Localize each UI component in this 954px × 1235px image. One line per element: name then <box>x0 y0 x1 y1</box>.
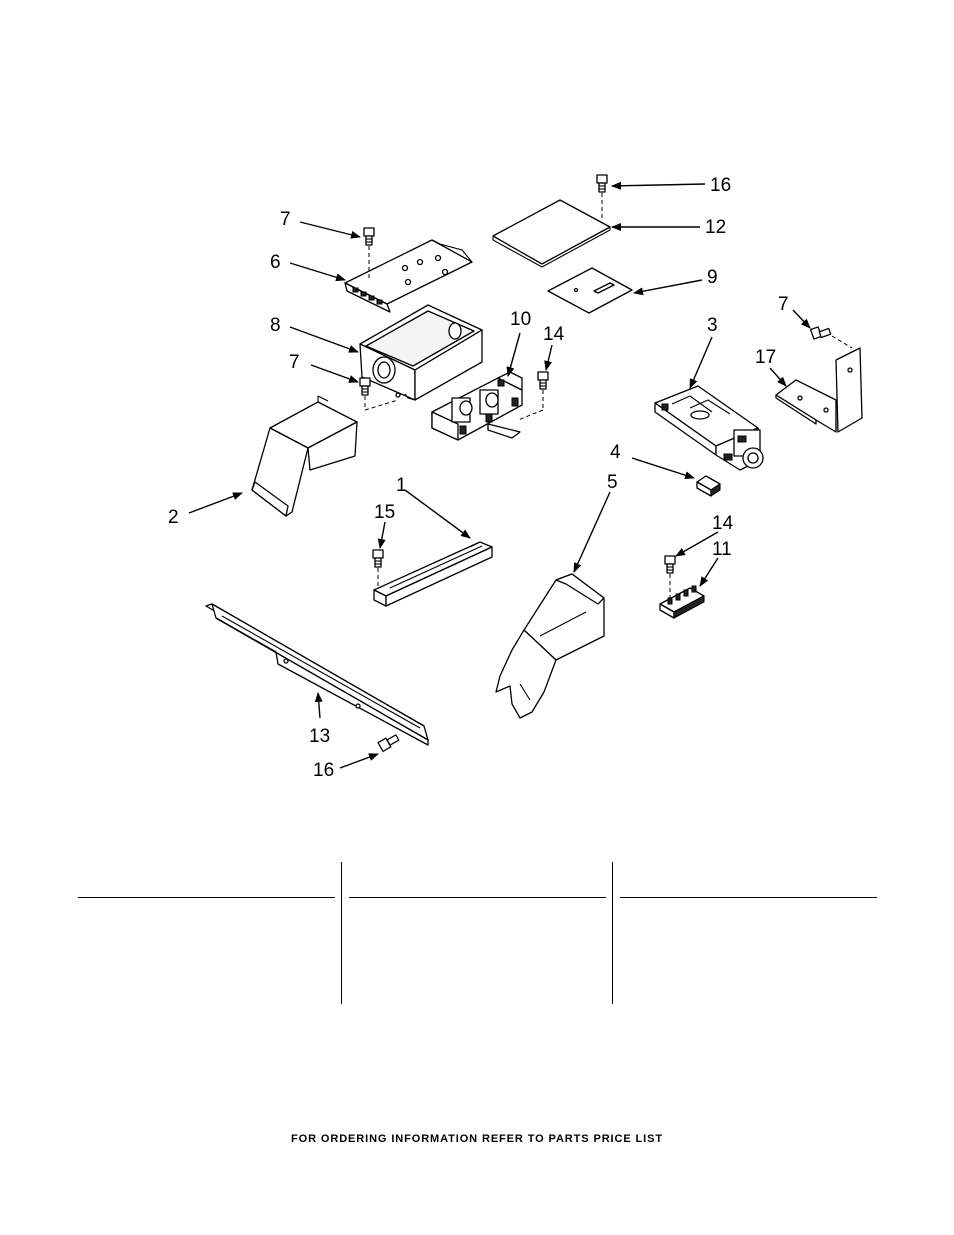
callout-1: 1 <box>396 475 407 496</box>
callout-labels: 7 6 8 7 2 1 15 13 16 16 12 9 10 14 3 7 1… <box>168 175 789 781</box>
part-4-block <box>696 475 721 497</box>
callout-12: 12 <box>705 217 726 238</box>
callout-3: 3 <box>707 315 718 336</box>
callout-7-right: 7 <box>778 294 789 315</box>
part-15-screw <box>372 549 384 588</box>
part-9-insulator <box>547 267 633 314</box>
footer-note: FOR ORDERING INFORMATION REFER TO PARTS … <box>291 1133 663 1145</box>
part-7-screw-middle <box>359 377 399 411</box>
part-11-terminal-strip <box>659 585 705 619</box>
callout-16-bottom: 16 <box>313 760 334 781</box>
callout-5: 5 <box>607 472 618 493</box>
callout-14-upper: 14 <box>543 324 565 345</box>
callout-7-middle: 7 <box>289 352 300 373</box>
callout-2: 2 <box>168 507 179 528</box>
part-8-junction-box <box>359 304 483 401</box>
part-13-long-bracket <box>205 603 429 746</box>
part-10-terminal-block <box>431 371 523 441</box>
part-12-cover-plate <box>492 199 611 268</box>
part-14-screw-lower <box>664 555 676 600</box>
part-16-screw-top <box>596 174 608 220</box>
part-1-rail <box>373 541 493 607</box>
callout-16-top: 16 <box>710 175 731 196</box>
part-7-screw-right <box>809 326 853 349</box>
callout-11: 11 <box>712 539 732 560</box>
table-header-rule-right <box>620 897 877 898</box>
callout-7-top: 7 <box>280 209 291 230</box>
callout-10: 10 <box>510 309 531 330</box>
table-column-divider-1 <box>341 862 342 1004</box>
table-header-rule-left <box>78 897 335 898</box>
part-14-screw-upper <box>517 371 549 421</box>
part-3-switch-assembly <box>654 385 764 471</box>
part-17-bracket <box>775 347 863 433</box>
part-16-screw-bottom <box>377 734 400 752</box>
part-7-screw-top <box>363 227 375 278</box>
leader-lines <box>188 181 811 769</box>
table-column-divider-2 <box>612 862 613 1004</box>
part-2-duct <box>251 395 358 517</box>
table-header-rule-middle <box>349 897 606 898</box>
callout-6: 6 <box>270 252 281 273</box>
callout-13: 13 <box>309 726 330 747</box>
part-5-shield <box>495 573 605 719</box>
part-6-bracket-plate <box>344 239 473 313</box>
callout-9: 9 <box>707 267 718 288</box>
callout-15: 15 <box>374 502 395 523</box>
callout-17: 17 <box>755 347 776 368</box>
callout-14-lower: 14 <box>712 513 734 534</box>
callout-4: 4 <box>610 442 621 463</box>
callout-8: 8 <box>270 315 281 336</box>
